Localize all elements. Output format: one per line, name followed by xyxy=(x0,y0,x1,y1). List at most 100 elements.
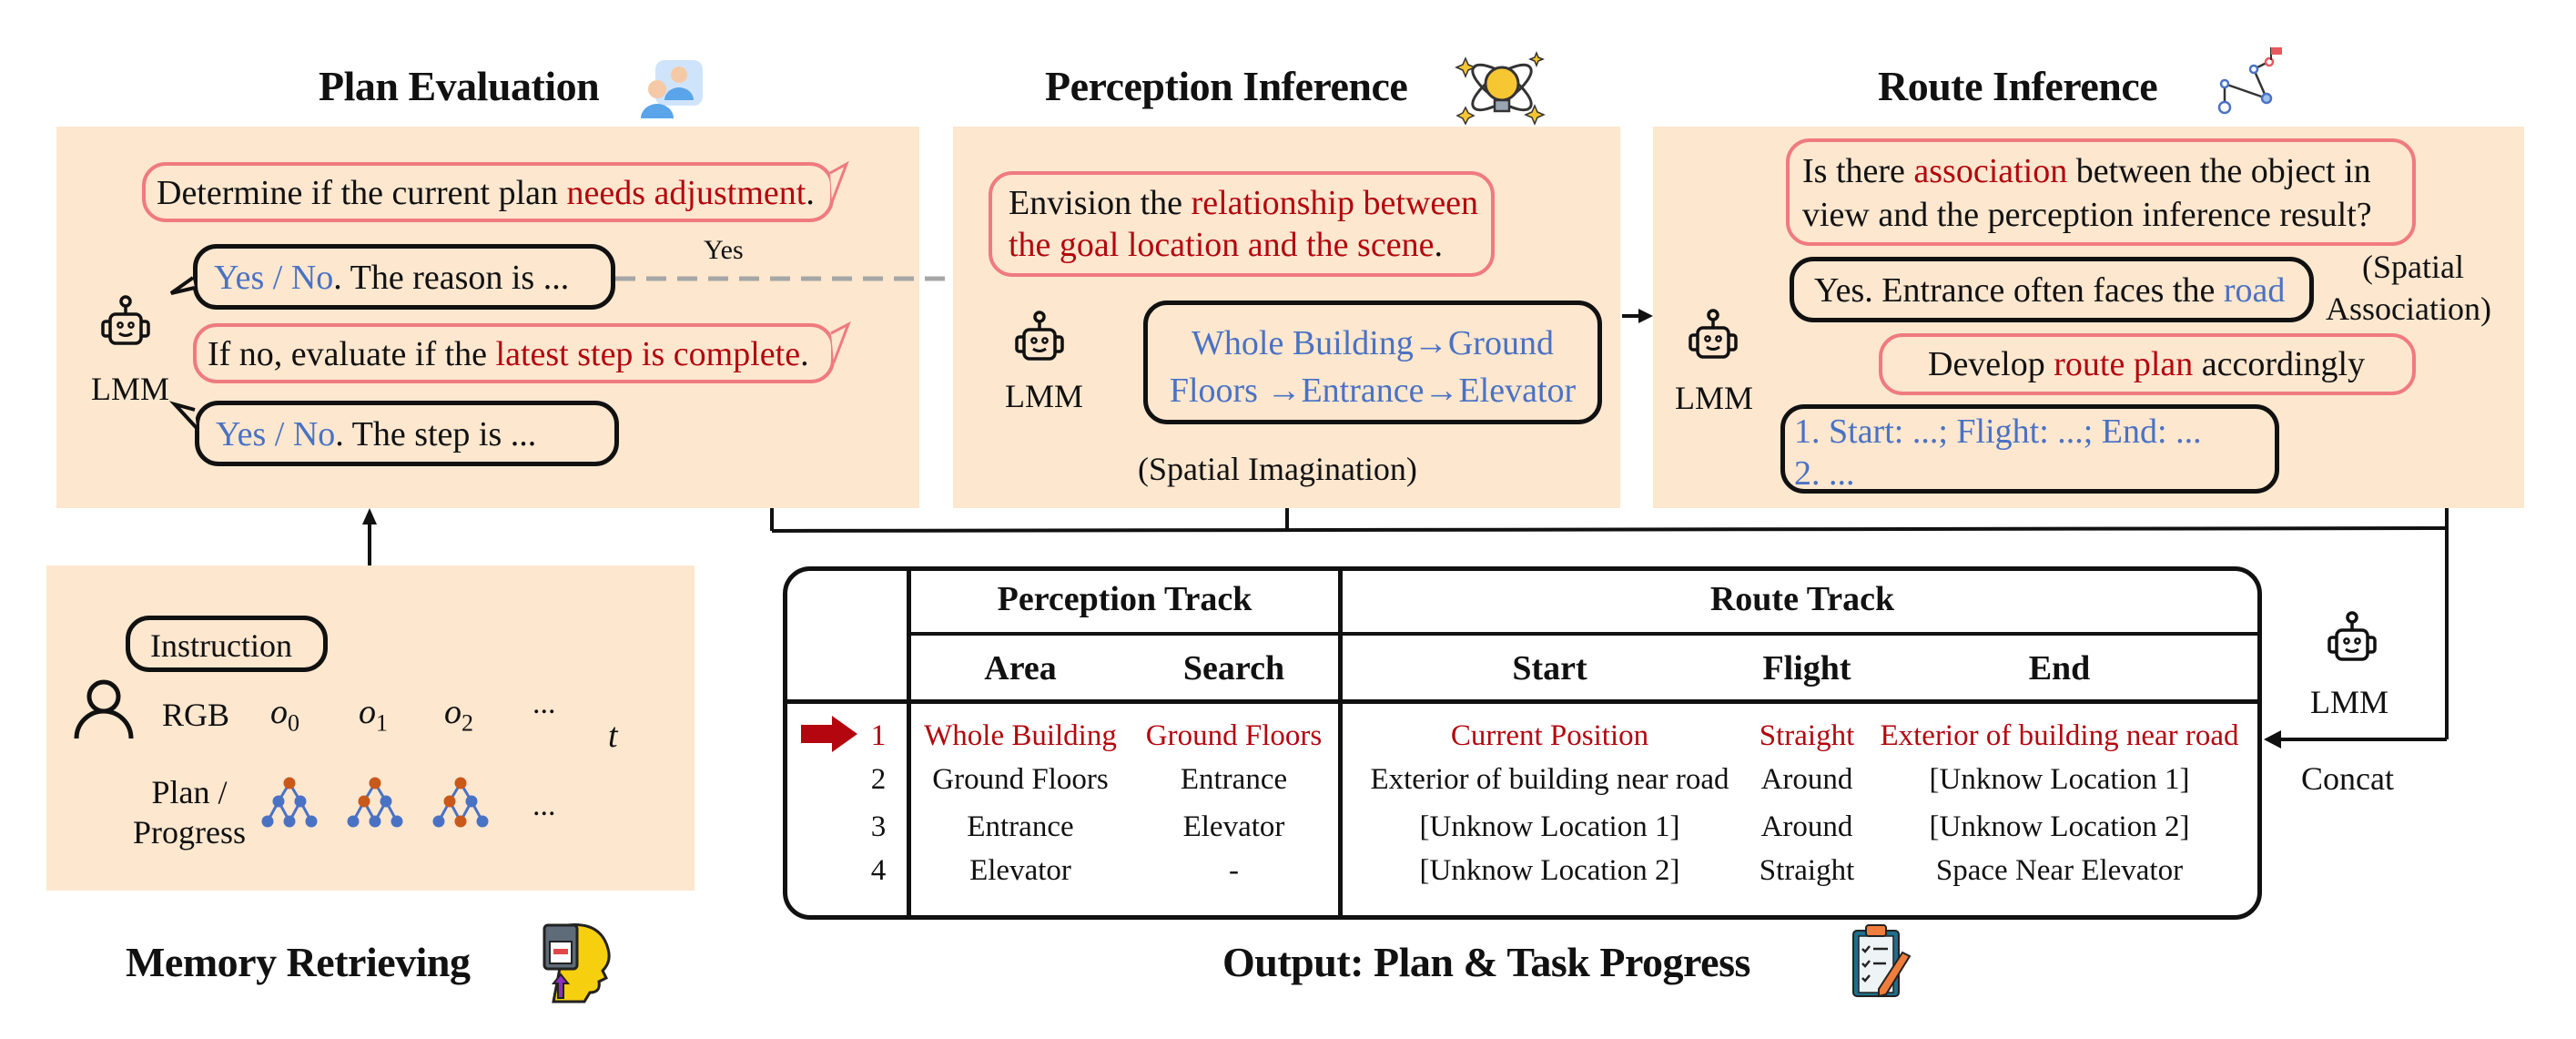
column-header-search: Search xyxy=(1182,649,1285,688)
concat-lmm-label: LMM xyxy=(2310,684,2389,720)
instruction-label: Instruction xyxy=(150,627,292,664)
cell-area: Elevator xyxy=(969,854,1071,887)
plan-label-line-1: Plan / xyxy=(151,774,228,810)
caption-line-2: Association) xyxy=(2326,290,2491,327)
cell-search: Ground Floors xyxy=(1145,719,1323,752)
route-response-2: 1. Start: ...; Flight: ...; End: ... 2. … xyxy=(1780,404,2279,494)
perception-track-header: Perception Track xyxy=(997,580,1253,618)
spatial-imagination-caption: (Spatial Imagination) xyxy=(1138,451,1417,487)
prompt-text: Envision the xyxy=(1009,184,1192,222)
column-header-end: End xyxy=(2028,649,2091,688)
cell-flight: Straight xyxy=(1759,719,1855,752)
cell-area: Whole Building xyxy=(924,719,1117,752)
plan-evaluation-title: Plan Evaluation xyxy=(319,63,600,109)
bubble-tail xyxy=(830,321,851,363)
prompt-text: If no, evaluate if the xyxy=(208,335,496,373)
lmm-label: LMM xyxy=(1675,380,1754,416)
arrowhead xyxy=(2264,730,2281,749)
yes-label: Yes xyxy=(704,235,744,265)
observation-ellipsis: ... xyxy=(532,687,556,720)
cell-end: Exterior of building near road xyxy=(1880,719,2239,752)
cell-search: - xyxy=(1229,854,1239,887)
route-prompt-2: Develop route plan accordingly xyxy=(1879,333,2416,395)
column-header-start: Start xyxy=(1512,649,1587,688)
lmm-label: LMM xyxy=(91,371,170,407)
cell-flight: Around xyxy=(1760,810,1853,843)
concat-label: Concat xyxy=(2301,760,2394,797)
robot-icon xyxy=(2325,611,2379,667)
table-divider xyxy=(907,632,2262,636)
prompt-text: accordingly xyxy=(2193,345,2366,383)
obs-symbol: o xyxy=(444,693,461,731)
prompt-highlight: needs adjustment xyxy=(566,174,806,212)
cell-start: Exterior of building near road xyxy=(1370,763,1729,796)
response-text: . The step is ... xyxy=(335,415,537,453)
perception-inference-title: Perception Inference xyxy=(1045,63,1408,109)
cell-end: [Unknow Location 1] xyxy=(1929,763,2190,796)
output-title: Output: Plan & Task Progress xyxy=(1222,939,1750,985)
current-step-arrow-icon xyxy=(801,716,857,757)
plan-eval-prompt-2: If no, evaluate if the latest step is co… xyxy=(193,323,835,383)
cell-flight: Around xyxy=(1760,763,1853,796)
prompt-line-2: view and the perception inference result… xyxy=(1802,196,2372,234)
obs-subscript: 0 xyxy=(288,709,299,737)
plan-tree-icon xyxy=(432,776,489,844)
prompt-line-1: Is there association between the object … xyxy=(1802,149,2412,193)
obs-symbol: o xyxy=(270,693,288,731)
plan-tree-icon xyxy=(347,776,403,844)
plan-tree-icon xyxy=(261,776,318,844)
response-text: . The reason is ... xyxy=(333,259,570,297)
plan-label-line-2: Progress xyxy=(133,814,246,851)
prompt-highlight: association xyxy=(1913,152,2068,190)
bubble-tail xyxy=(829,160,849,203)
cell-index: 1 xyxy=(870,719,887,752)
response-highlight: Yes / No xyxy=(216,415,336,453)
observation-o2: o2 xyxy=(444,692,473,738)
prompt-highlight: latest step is complete xyxy=(495,335,801,373)
cell-end: Space Near Elevator xyxy=(1935,854,2184,887)
response-highlight: Yes / No xyxy=(214,259,334,297)
perception-response: Whole Building→Ground Floors →Entrance→E… xyxy=(1143,300,1602,424)
users-icon xyxy=(639,60,705,123)
route-response-1: Yes. Entrance often faces the road xyxy=(1790,257,2314,322)
obs-symbol: o xyxy=(359,693,376,731)
table-divider xyxy=(1338,566,1343,920)
lightbulb-icon xyxy=(1455,49,1547,136)
column-header-flight: Flight xyxy=(1762,649,1851,688)
route-plan-line-2: 2. ... xyxy=(1794,454,1855,493)
caption-line-1: (Spatial xyxy=(2361,249,2464,285)
response-highlight: road xyxy=(2223,271,2286,310)
spatial-association-caption: (Spatial Association) xyxy=(2326,246,2491,330)
obs-subscript: 2 xyxy=(461,709,473,737)
instruction-bubble: Instruction xyxy=(126,616,328,672)
clipboard-icon xyxy=(1848,922,1913,1003)
prompt-text-end: . xyxy=(1434,226,1443,264)
route-prompt-1: Is there association between the object … xyxy=(1786,138,2416,246)
user-icon xyxy=(73,678,135,745)
robot-icon xyxy=(1012,311,1067,367)
obs-subscript: 1 xyxy=(376,709,388,737)
table-divider xyxy=(783,699,2262,704)
prompt-highlight: route plan xyxy=(2054,345,2194,383)
plan-eval-prompt-1: Determine if the current plan needs adju… xyxy=(142,162,834,222)
plan-progress-label: Plan / Progress xyxy=(133,772,246,852)
cell-area: Entrance xyxy=(967,810,1074,843)
response-line-1: Whole Building→Ground xyxy=(1192,324,1554,362)
memory-head-icon xyxy=(541,922,617,1006)
route-icon xyxy=(2217,47,2285,125)
lmm-label: LMM xyxy=(1005,378,1084,414)
cell-flight: Straight xyxy=(1759,854,1855,887)
prompt-line-2: the goal location and the scene. xyxy=(1009,224,1491,266)
cell-start: [Unknow Location 2] xyxy=(1419,854,1680,887)
response-text: Yes. Entrance often faces the xyxy=(1814,271,2224,310)
cell-start: Current Position xyxy=(1450,719,1649,752)
cell-index: 3 xyxy=(870,810,887,843)
cell-index: 4 xyxy=(870,854,887,887)
prompt-highlight: relationship between xyxy=(1191,184,1479,222)
observation-o0: o0 xyxy=(270,692,299,738)
cell-start: [Unknow Location 1] xyxy=(1419,810,1680,843)
rgb-label: RGB xyxy=(162,697,230,733)
prompt-text: between the object in xyxy=(2067,152,2371,190)
prompt-highlight: the goal location and the scene xyxy=(1009,226,1435,264)
route-track-header: Route Track xyxy=(1709,580,1895,618)
